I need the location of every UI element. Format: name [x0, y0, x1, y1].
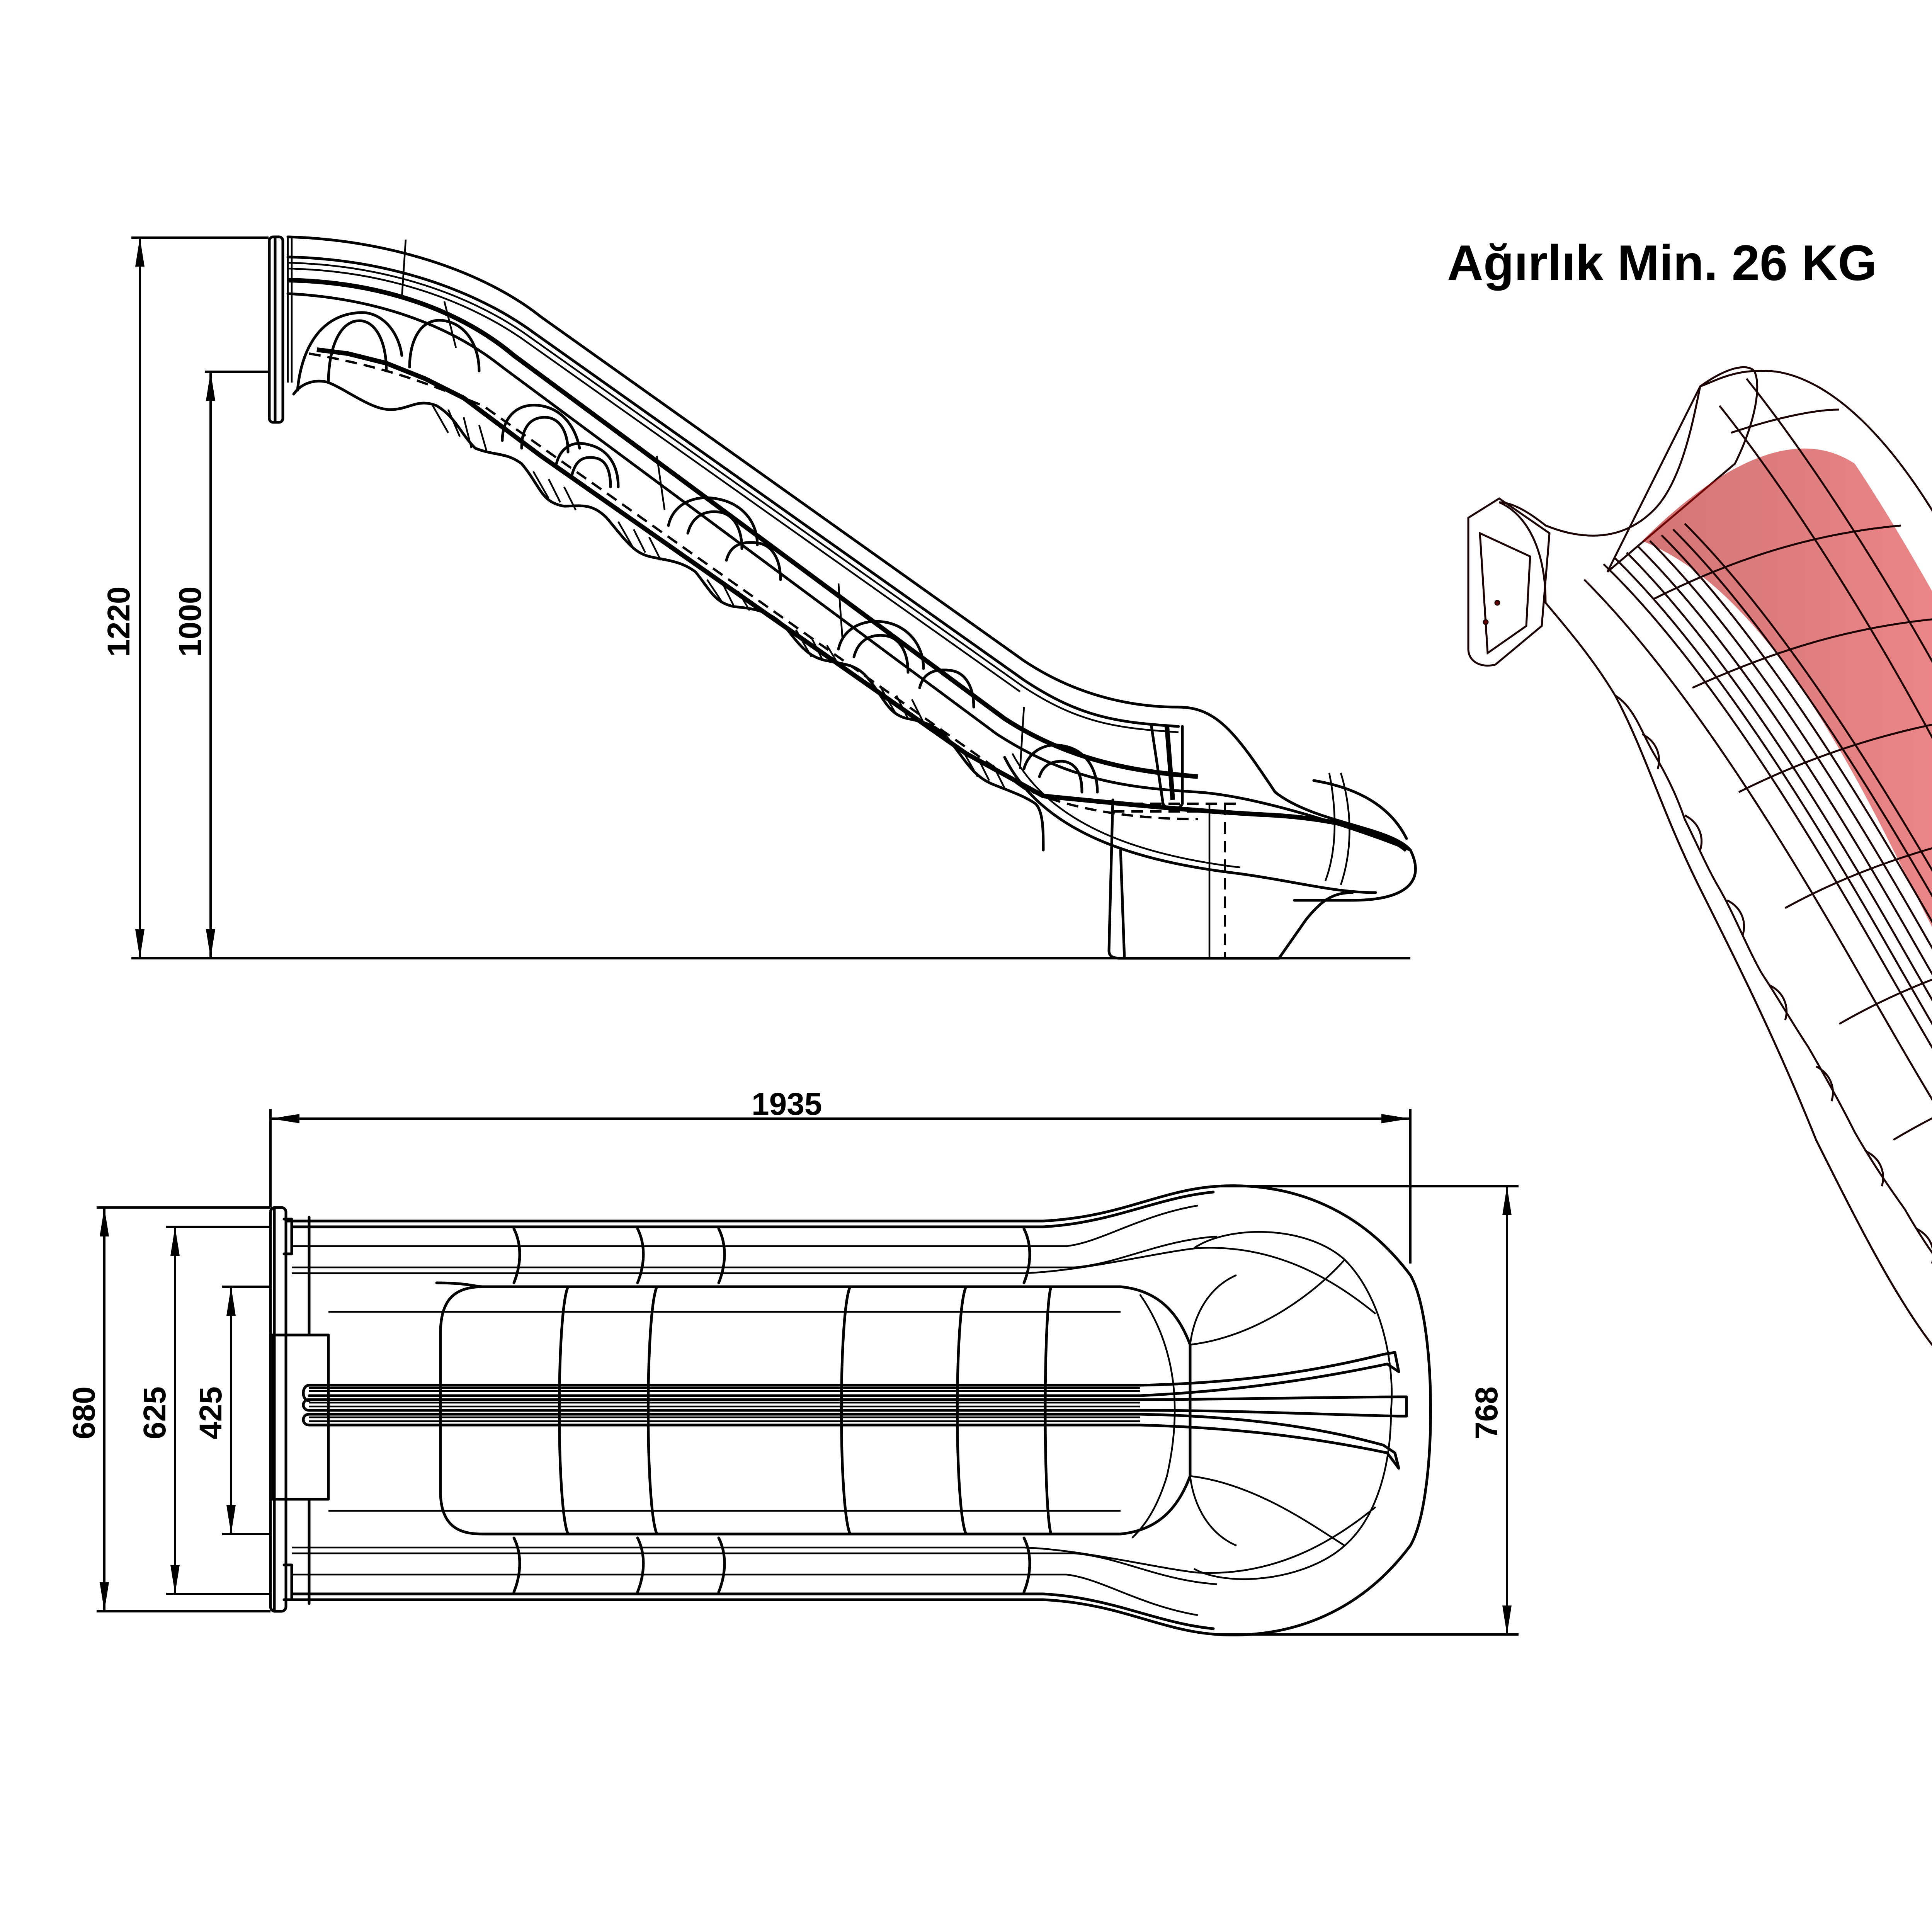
dim-inner-flange-width: 625 [137, 1226, 270, 1595]
dim-total-length: 1935 [269, 1087, 1412, 1264]
center-ribs [302, 1384, 1141, 1427]
dim-label-1000: 1000 [173, 587, 208, 657]
dim-label-425: 425 [193, 1386, 228, 1439]
dim-total-height: 1220 [101, 238, 145, 958]
dim-flange-width: 680 [66, 1206, 270, 1612]
slide-3d-render [1467, 366, 1932, 1346]
top-view-drawing [269, 1184, 1432, 1636]
dim-chute-width: 425 [193, 1286, 270, 1535]
dim-label-768: 768 [1469, 1386, 1504, 1439]
dim-exit-width: 768 [1217, 1185, 1519, 1636]
dim-label-680: 680 [66, 1386, 102, 1439]
dim-label-1935: 1935 [752, 1087, 822, 1122]
dim-label-1220: 1220 [101, 587, 136, 657]
weight-title: Ağırlık Min. 26 KG [1447, 235, 1877, 291]
dim-label-625: 625 [137, 1386, 172, 1439]
dim-platform-height: 1000 [173, 372, 215, 958]
side-view-drawing [131, 235, 1417, 960]
